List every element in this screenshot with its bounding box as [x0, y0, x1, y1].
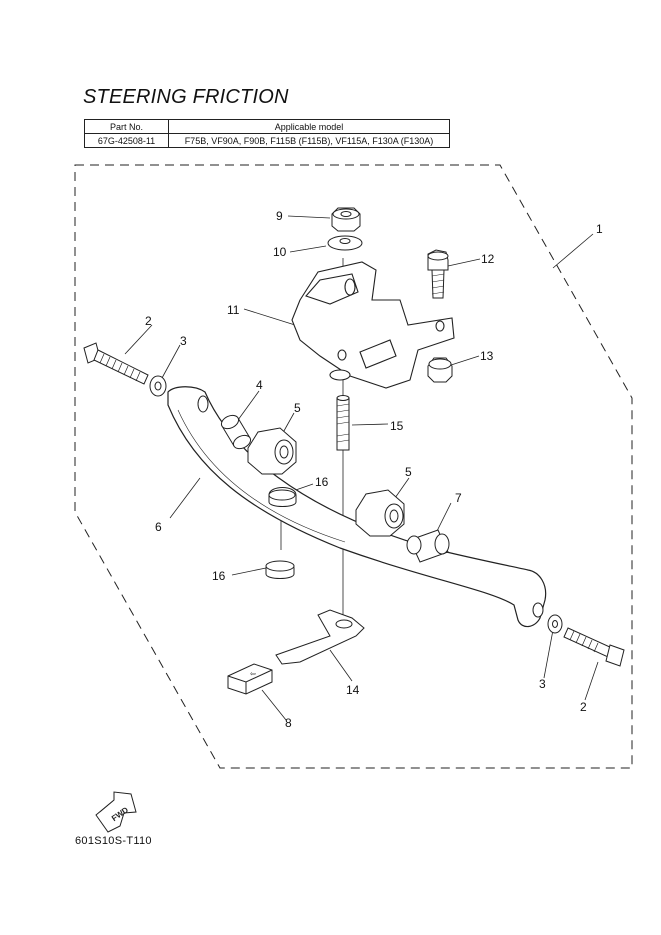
stud-part-15: [336, 395, 350, 451]
callout-numbers: 1 2 2 3 3 4 5 5 6 7 8 9 10 11 12 13 14 1…: [145, 209, 603, 730]
collar-part-7: [406, 529, 450, 563]
callout-8: 8: [285, 716, 292, 730]
callout-16b: 16: [212, 569, 226, 583]
assembly-outline: [74, 164, 633, 769]
bolt-part-12: [427, 249, 449, 299]
fwd-arrow-icon: FWD: [95, 791, 137, 833]
table-row: 67G-42508-11 F75B, VF90A, F90B, F115B (F…: [84, 133, 450, 148]
collar-part-4: [220, 414, 252, 450]
pad-part-8: ⇦: [227, 663, 273, 695]
bolt-part-2-right: [563, 627, 625, 667]
table-header-row: Part No. Applicable model: [84, 119, 450, 134]
nut-part-9: [331, 207, 361, 232]
callout-16: 16: [315, 475, 329, 489]
bolt-part-2: [83, 342, 149, 385]
callout-10: 10: [273, 245, 287, 259]
callout-11: 11: [227, 303, 240, 317]
callout-7: 7: [455, 491, 462, 505]
applicable-model-table: Part No. Applicable model 67G-42508-11 F…: [84, 119, 450, 148]
page-title: STEERING FRICTION: [83, 86, 289, 108]
nut-part-13: [427, 357, 453, 383]
callout-1: 1: [596, 222, 603, 236]
callout-4: 4: [256, 378, 263, 392]
table-cell-model: F75B, VF90A, F90B, F115B (F115B), VF115A…: [168, 133, 450, 148]
diagram-code: 601S10S-T110: [75, 835, 152, 847]
plug-part-16: [265, 487, 297, 579]
callout-14: 14: [346, 683, 360, 697]
svg-text:⇦: ⇦: [250, 670, 256, 678]
plate-part-14: [275, 609, 365, 665]
washer-part-10: [327, 235, 363, 251]
bracket-part-11: [291, 261, 455, 389]
callout-3: 3: [180, 334, 187, 348]
callout-12: 12: [481, 252, 495, 266]
callout-5b: 5: [405, 465, 412, 479]
washer-part-3: [149, 375, 563, 634]
callout-13: 13: [480, 349, 494, 363]
callout-9: 9: [276, 209, 283, 223]
callout-2b: 2: [580, 700, 587, 714]
callout-3b: 3: [539, 677, 546, 691]
nut-part-5-lower: [355, 489, 405, 537]
callout-2: 2: [145, 314, 152, 328]
nut-part-5: [247, 427, 297, 475]
callout-5: 5: [294, 401, 301, 415]
callout-6: 6: [155, 520, 162, 534]
callout-15: 15: [390, 419, 404, 433]
